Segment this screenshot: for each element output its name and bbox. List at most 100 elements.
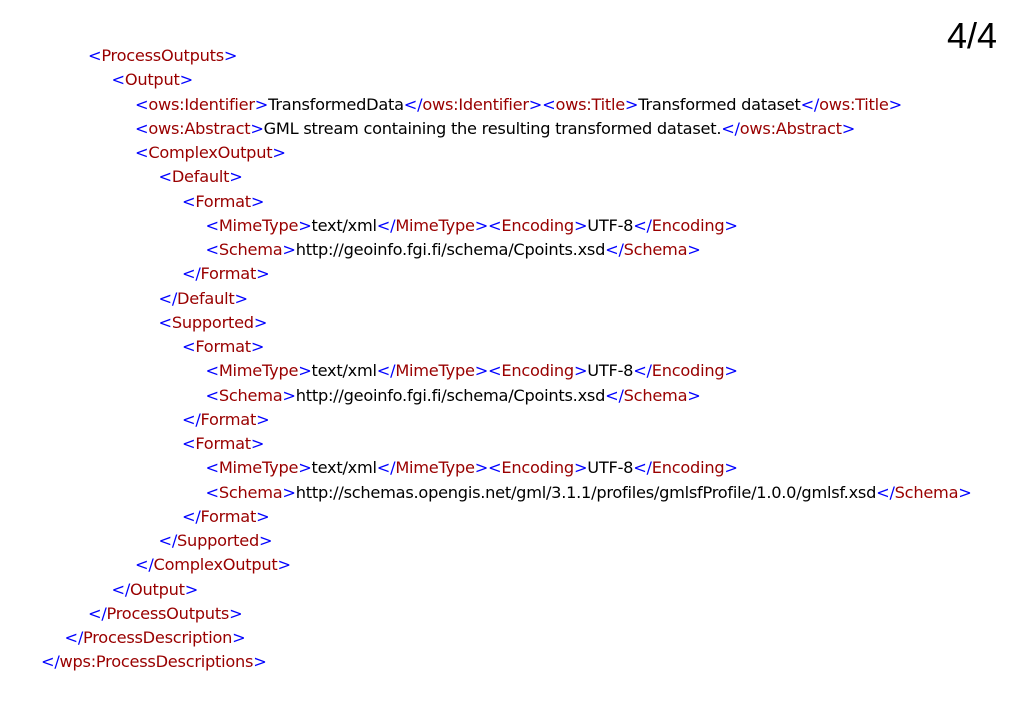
- xml-punctuation: </: [800, 94, 820, 114]
- xml-line: <Format>: [182, 432, 264, 456]
- xml-punctuation: </: [88, 603, 107, 623]
- page-number: 4/4: [946, 15, 997, 56]
- xml-punctuation: >: [888, 94, 903, 114]
- xml-punctuation: <: [135, 94, 149, 114]
- xml-element-name: ows:Abstract: [148, 118, 251, 138]
- xml-element-name: ows:Abstract: [739, 118, 842, 138]
- xml-punctuation: >: [254, 94, 269, 114]
- xml-punctuation: >: [687, 385, 701, 405]
- xml-line: <Output>: [111, 68, 194, 92]
- xml-punctuation: <: [111, 70, 126, 90]
- xml-punctuation: >: [223, 46, 238, 65]
- xml-line: </wps:ProcessDescriptions>: [41, 650, 267, 674]
- xml-element-name: Format: [200, 506, 257, 526]
- xml-element-name: wps:ProcessDescriptions: [59, 652, 254, 672]
- xml-punctuation: </: [605, 240, 624, 259]
- xml-punctuation: <: [88, 46, 102, 65]
- xml-punctuation: >: [277, 555, 292, 575]
- xml-punctuation: <: [182, 434, 196, 453]
- xml-punctuation: >: [184, 579, 199, 599]
- xml-element-name: Schema: [623, 385, 688, 405]
- xml-element-name: Default: [177, 288, 235, 308]
- xml-element-name: Format: [195, 191, 251, 211]
- xml-punctuation: >: [256, 264, 270, 284]
- xml-punctuation: </: [376, 215, 396, 235]
- xml-element-name: Encoding: [501, 361, 574, 381]
- xml-punctuation: <: [182, 191, 196, 211]
- xml-element-name: MimeType: [218, 215, 299, 235]
- xml-punctuation: </: [182, 264, 201, 284]
- xml-line: </ComplexOutput>: [135, 553, 291, 577]
- xml-punctuation: <: [488, 361, 502, 381]
- xml-punctuation: <: [158, 167, 173, 187]
- xml-punctuation: <: [488, 215, 502, 235]
- xml-punctuation: >: [282, 240, 296, 259]
- xml-punctuation: >: [253, 312, 268, 332]
- xml-punctuation: >: [179, 70, 194, 90]
- xml-punctuation: </: [182, 409, 201, 429]
- xml-punctuation: <: [135, 118, 149, 138]
- xml-line: <Schema>http://geoinfo.fgi.fi/schema/Cpo…: [206, 384, 701, 408]
- xml-punctuation: <: [205, 482, 220, 502]
- xml-punctuation: </: [111, 579, 131, 599]
- xml-punctuation: >: [250, 434, 265, 453]
- xml-punctuation: <: [542, 94, 556, 114]
- xml-punctuation: >: [256, 506, 270, 526]
- xml-punctuation: >: [272, 143, 286, 162]
- xml-line: <ows:Identifier>TransformedData</ows:Ide…: [135, 93, 902, 117]
- xml-text-value: text/xml: [311, 215, 378, 235]
- xml-punctuation: >: [250, 118, 264, 138]
- xml-element-name: Supported: [177, 531, 260, 550]
- xml-punctuation: >: [229, 167, 243, 187]
- xml-punctuation: >: [259, 531, 273, 550]
- xml-punctuation: <: [135, 143, 149, 162]
- xml-line: </ProcessOutputs>: [88, 602, 243, 626]
- xml-punctuation: </: [633, 215, 652, 235]
- xml-punctuation: >: [474, 361, 489, 381]
- xml-element-name: Encoding: [651, 215, 725, 235]
- xml-punctuation: <: [205, 385, 220, 405]
- xml-line: </Format>: [182, 408, 270, 432]
- xml-element-name: Schema: [218, 240, 283, 259]
- xml-punctuation: <: [205, 215, 220, 235]
- xml-element-name: ProcessOutputs: [101, 46, 224, 65]
- xml-punctuation: >: [253, 652, 267, 672]
- xml-element-name: ows:Title: [555, 94, 625, 114]
- xml-punctuation: >: [298, 361, 312, 381]
- xml-element-name: Schema: [623, 240, 688, 259]
- xml-punctuation: >: [724, 361, 738, 381]
- xml-line: </Supported>: [159, 529, 273, 553]
- xml-element-name: Format: [200, 264, 257, 284]
- xml-punctuation: >: [282, 385, 296, 405]
- xml-element-name: Format: [195, 337, 251, 356]
- xml-line: <MimeType>text/xml</MimeType><Encoding>U…: [206, 214, 738, 238]
- xml-text-value: GML stream containing the resulting tran…: [263, 118, 722, 138]
- xml-line: </Output>: [112, 578, 199, 602]
- xml-line: <MimeType>text/xml</MimeType><Encoding>U…: [206, 456, 738, 480]
- xml-element-name: ows:Identifier: [148, 94, 255, 114]
- xml-line: <Supported>: [159, 311, 268, 335]
- xml-punctuation: >: [958, 482, 972, 502]
- xml-line: < Schema> http://schemas.opengis.net/gml/3…: [206, 481, 972, 505]
- xml-punctuation: </: [41, 652, 60, 672]
- xml-element-name: MimeType: [218, 458, 299, 478]
- xml-punctuation: >: [573, 458, 588, 478]
- xml-element-name: MimeType: [395, 361, 475, 381]
- xml-punctuation: >: [573, 215, 588, 235]
- xml-element-name: MimeType: [395, 458, 475, 478]
- xml-punctuation: >: [250, 337, 265, 356]
- xml-punctuation: </: [376, 458, 396, 478]
- xml-punctuation: </: [403, 94, 423, 114]
- xml-punctuation: >: [474, 458, 489, 478]
- xml-element-name: ComplexOutput: [153, 555, 278, 575]
- xml-punctuation: </: [633, 458, 652, 478]
- xml-element-name: Schema: [894, 482, 959, 502]
- xml-punctuation: >: [256, 409, 270, 429]
- xml-text-value: http://schemas.opengis.net/gml/3.1.1/pro…: [295, 482, 877, 502]
- xml-element-name: Encoding: [651, 458, 725, 478]
- xml-line: <MimeType>text/xml</MimeType><Encoding>U…: [206, 359, 738, 383]
- xml-punctuation: </: [633, 361, 652, 381]
- xml-element-name: ows:Title: [819, 94, 889, 114]
- xml-text-value: text/xml: [311, 361, 378, 381]
